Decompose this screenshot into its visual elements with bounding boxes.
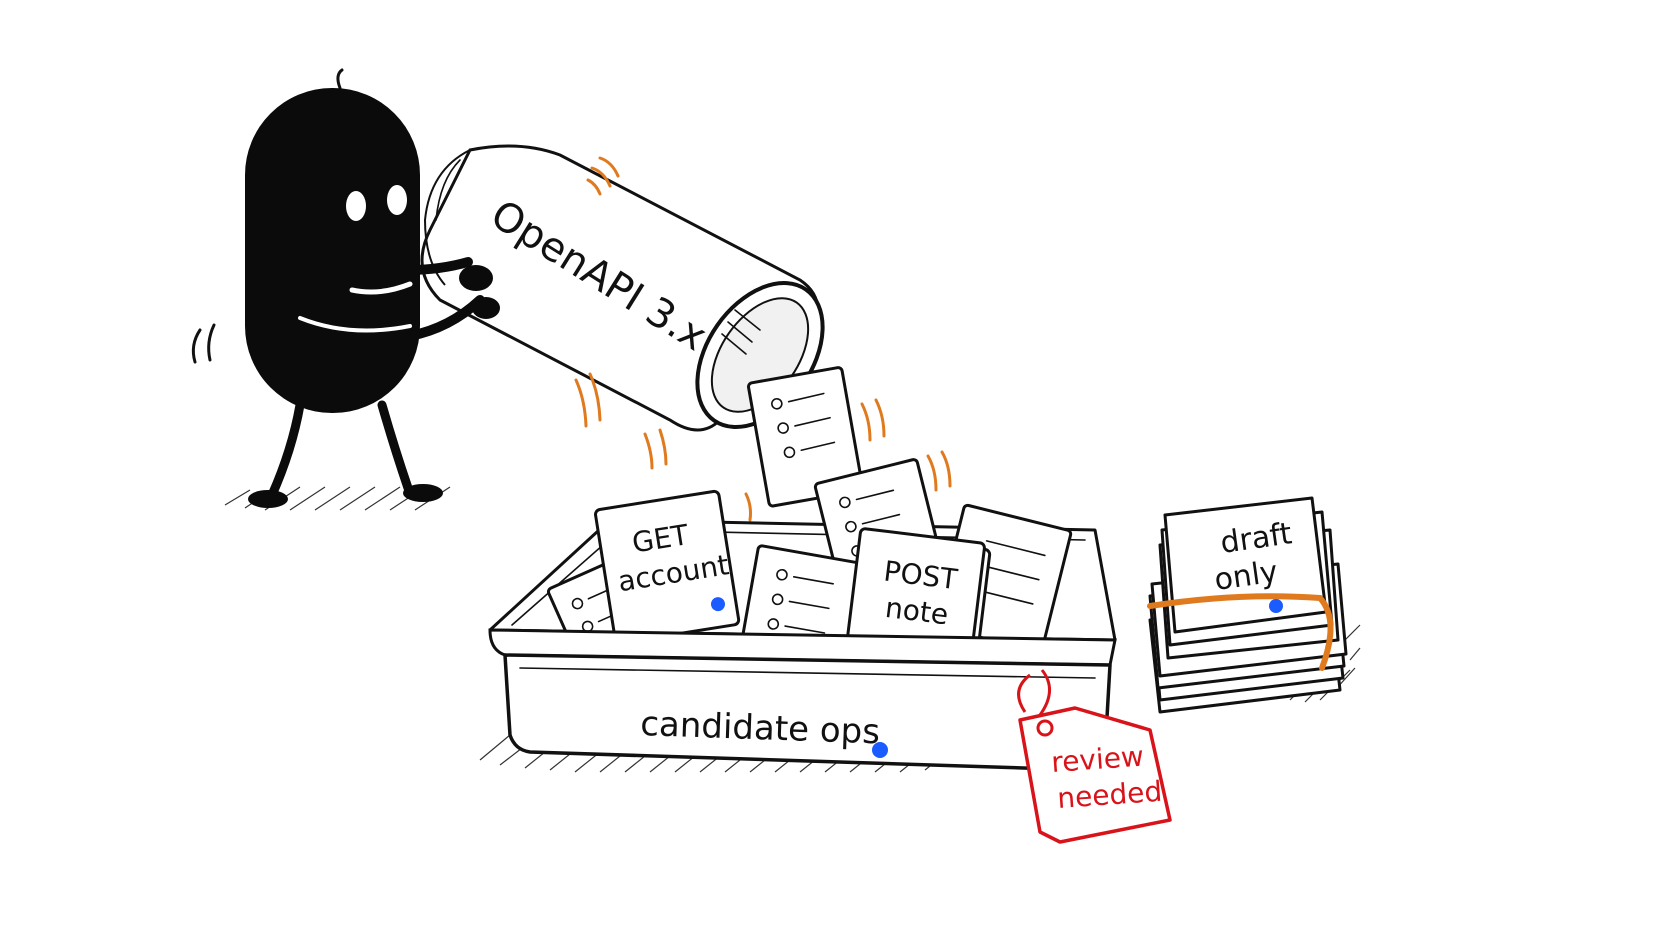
character-leg-left (267, 400, 305, 500)
draft-label-line2: only (1212, 554, 1280, 597)
character (191, 68, 500, 508)
character-foot-right (403, 484, 443, 502)
character-mouth (349, 281, 413, 295)
character-body-line (298, 316, 412, 333)
card-get-account: GET account (594, 489, 741, 645)
character-hand-top (459, 265, 493, 291)
review-needed-tag: review needed (1017, 669, 1172, 844)
draft-status-dot (1269, 599, 1283, 613)
tray-candidate-ops: candidate ops (488, 628, 1117, 772)
tag-label-line2: needed (1056, 775, 1163, 815)
character-hand-bottom (472, 297, 500, 319)
character-antenna (336, 68, 344, 90)
character-leg-right (377, 400, 413, 493)
character-arm-bottom (405, 295, 485, 341)
falling-card (747, 366, 864, 508)
motion-lines-character (191, 323, 216, 364)
card-post-label-resource: note (883, 591, 950, 631)
character-eye-left (346, 191, 366, 221)
motion-lines-orange (574, 156, 952, 522)
character-arm-top (403, 257, 473, 275)
tray-status-dot (872, 742, 888, 758)
character-foot-left (248, 490, 288, 508)
tag-label-line1: review (1050, 740, 1145, 779)
tray-label: candidate ops (640, 704, 881, 752)
character-body (245, 88, 420, 413)
card-get-status-dot (710, 597, 725, 612)
character-eye-right (387, 185, 407, 215)
draft-only-stack: draft only (1147, 496, 1348, 714)
